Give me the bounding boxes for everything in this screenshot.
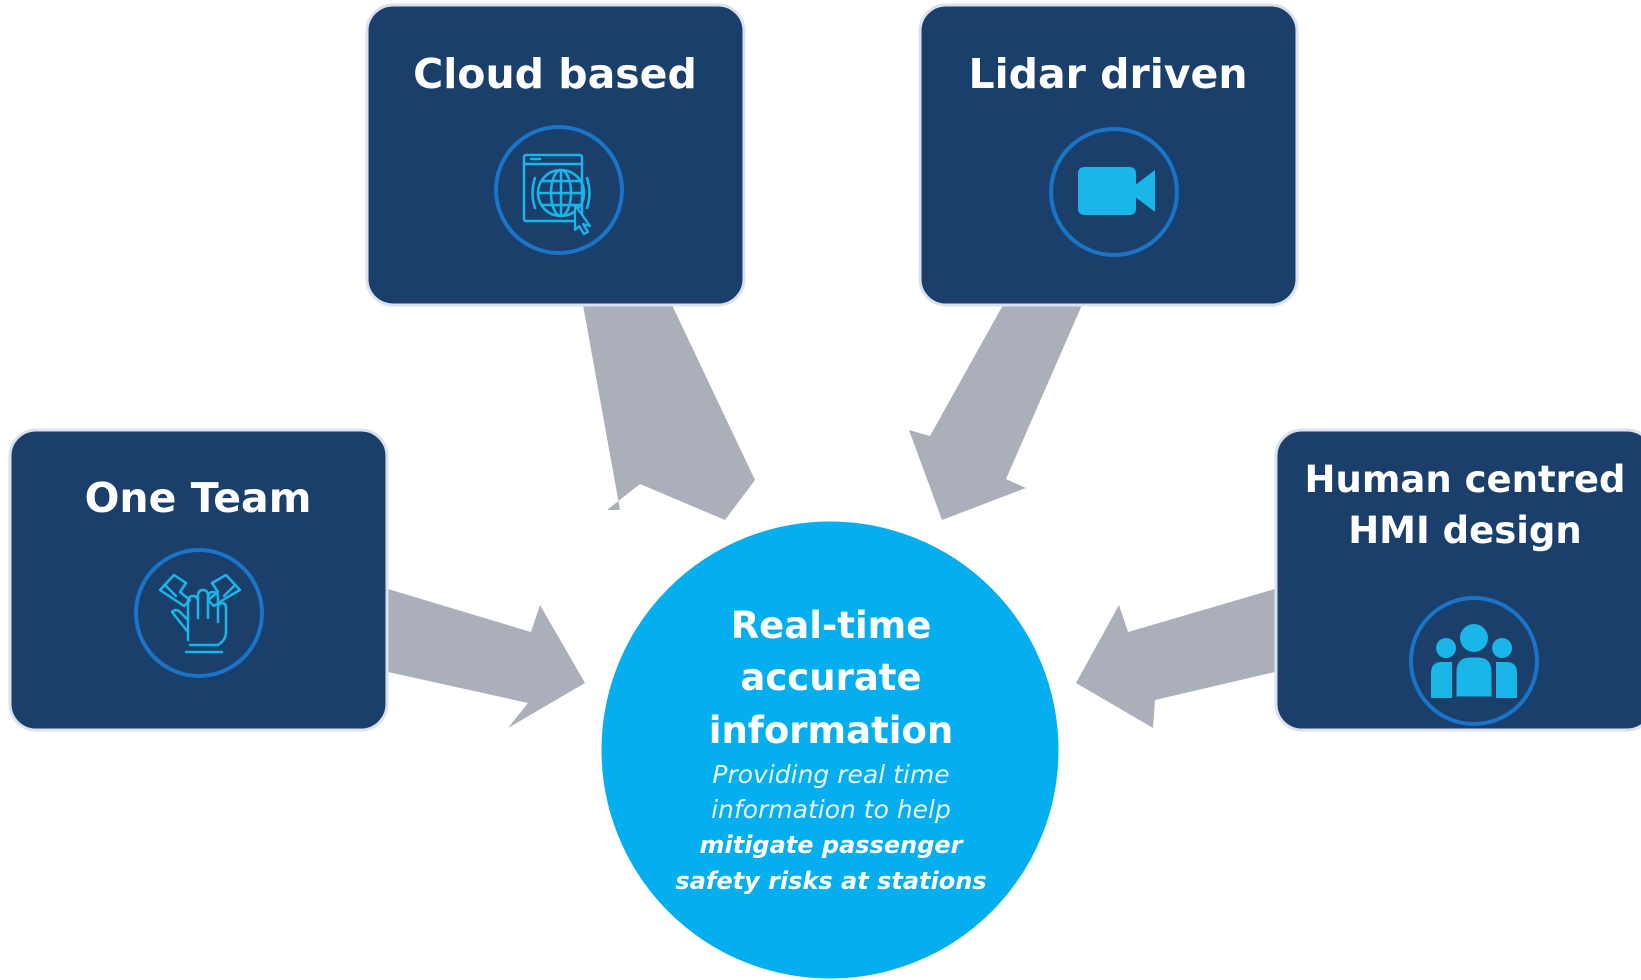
arrow-hmi-to-center xyxy=(1076,589,1275,728)
box-hmi-design: Human centred HMI design xyxy=(1274,428,1641,732)
arrow-lidar-to-center xyxy=(909,305,1082,520)
center-title-line-1: Real-time xyxy=(731,604,932,647)
hands-stack-icon xyxy=(134,548,264,678)
box-cloud-based-title: Cloud based xyxy=(413,50,697,98)
video-camera-icon xyxy=(1049,127,1179,257)
center-subtitle-bold-line-1: mitigate passenger xyxy=(699,831,964,859)
arrows xyxy=(388,305,1275,728)
center-subtitle-line-2: information to help xyxy=(711,795,951,824)
center-title-line-3: information xyxy=(709,709,953,752)
box-cloud-based: Cloud based xyxy=(365,3,746,307)
box-one-team-title: One Team xyxy=(85,474,312,522)
arrow-cloud-to-center xyxy=(583,305,755,520)
center-node: Real-time accurate information Providing… xyxy=(598,518,1062,980)
center-subtitle-line-1: Providing real time xyxy=(712,760,949,789)
center-title-line-2: accurate xyxy=(740,656,921,699)
box-hmi-title-line-1: Human centred xyxy=(1305,458,1626,501)
box-lidar-driven-title: Lidar driven xyxy=(968,50,1247,98)
arrow-team-to-center xyxy=(388,589,585,728)
globe-browser-icon xyxy=(494,125,624,255)
box-one-team: One Team xyxy=(8,428,389,732)
cursor-icon xyxy=(573,203,592,236)
user-group-icon xyxy=(1409,596,1539,726)
box-lidar-driven: Lidar driven xyxy=(918,3,1299,307)
center-subtitle-bold-line-2: safety risks at stations xyxy=(675,867,986,895)
box-hmi-title-line-2: HMI design xyxy=(1348,509,1582,552)
